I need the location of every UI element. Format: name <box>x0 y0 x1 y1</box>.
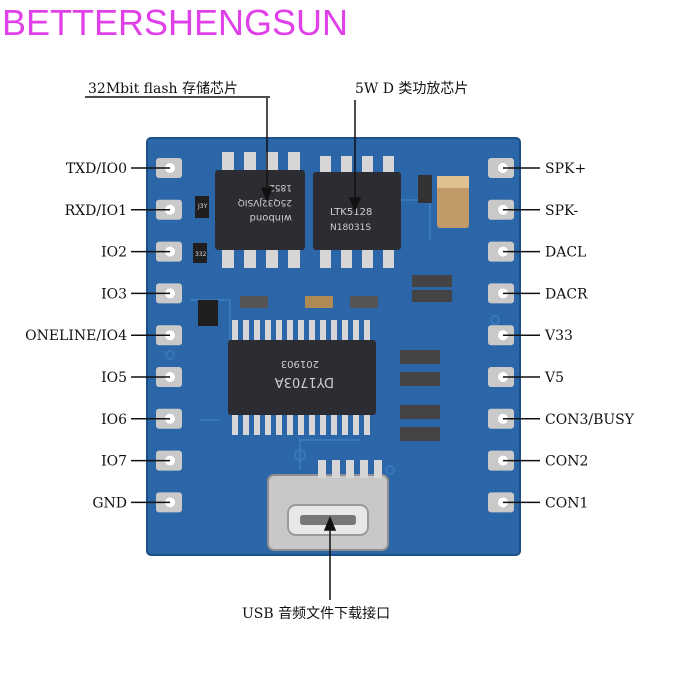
left-pin-label: RXD/IO1 <box>65 203 127 219</box>
brand-title: BETTERSHENGSUN <box>2 2 349 43</box>
chip-leg <box>383 248 394 268</box>
main-chip: DY1703A 201903 <box>228 320 376 435</box>
small-marking-1: J3Y <box>197 203 208 210</box>
chip-leg <box>320 413 326 435</box>
chip-leg <box>383 156 394 176</box>
left-pin-label: IO2 <box>101 245 127 261</box>
right-pin-label: CON2 <box>545 454 588 470</box>
chip-leg <box>244 248 256 268</box>
right-pin-label: V5 <box>544 370 564 386</box>
chip-leg <box>232 320 238 342</box>
chip-leg <box>265 320 271 342</box>
chip-leg <box>288 152 300 172</box>
chip-leg <box>266 248 278 268</box>
usb-pin <box>332 460 340 478</box>
amp-chip: LTK5128 N18031S <box>313 156 401 268</box>
chip-leg <box>276 413 282 435</box>
chip-leg <box>222 248 234 268</box>
chip-leg <box>331 413 337 435</box>
chip-leg <box>254 320 260 342</box>
left-pin-label: IO5 <box>101 370 127 386</box>
chip-leg <box>254 413 260 435</box>
chip-leg <box>320 320 326 342</box>
passive-components: J3Y 332 <box>193 175 469 441</box>
chip-leg <box>342 320 348 342</box>
flash-marking-2: 25Q32JVSIQ <box>238 197 292 207</box>
left-pin-label: ONELINE/IO4 <box>25 328 127 344</box>
chip-leg <box>298 320 304 342</box>
chip-leg <box>331 320 337 342</box>
right-pin-label: DACL <box>545 245 586 261</box>
usb-connector <box>267 460 389 551</box>
chip-leg <box>287 413 293 435</box>
usb-pin <box>360 460 368 478</box>
chip-leg <box>364 413 370 435</box>
amp-marking-1: LTK5128 <box>330 207 372 218</box>
chip-leg <box>265 413 271 435</box>
chip-leg <box>266 152 278 172</box>
left-pin-label: GND <box>92 495 127 511</box>
right-pin-label: CON3/BUSY <box>545 412 635 428</box>
small-marking-2: 332 <box>195 251 207 258</box>
chip-leg <box>309 320 315 342</box>
flash-marking-3: 1852 <box>269 182 292 192</box>
chip-leg <box>320 156 331 176</box>
chip-leg <box>364 320 370 342</box>
chip-leg <box>222 152 234 172</box>
chip-leg <box>362 156 373 176</box>
chip-leg <box>243 413 249 435</box>
left-pin-label: IO6 <box>101 412 127 428</box>
chip-leg <box>353 413 359 435</box>
callout-arrows <box>85 96 362 600</box>
usb-callout: USB 音频文件下载接口 <box>242 605 390 622</box>
chip-leg <box>232 413 238 435</box>
main-marking-1: DY1703A <box>275 374 334 389</box>
right-pin-label: SPK- <box>545 203 578 219</box>
chip-leg <box>287 320 293 342</box>
main-marking-2: 201903 <box>281 358 319 369</box>
chip-leg <box>298 413 304 435</box>
left-pin-label: IO3 <box>101 286 127 302</box>
chip-leg <box>276 320 282 342</box>
chip-leg <box>341 156 352 176</box>
right-pin-label: SPK+ <box>545 161 586 177</box>
chip-leg <box>341 248 352 268</box>
amp-marking-2: N18031S <box>330 223 371 233</box>
flash-marking-1: winbond <box>250 212 292 223</box>
chip-leg <box>309 413 315 435</box>
right-pin-label: V33 <box>544 328 573 344</box>
chip-leg <box>320 248 331 268</box>
usb-pin <box>318 460 326 478</box>
chip-leg <box>342 413 348 435</box>
chip-leg <box>244 152 256 172</box>
flash-chip: winbond 25Q32JVSIQ 1852 <box>215 152 305 268</box>
left-pin-group: TXD/IO0RXD/IO1IO2IO3ONELINE/IO4IO5IO6IO7… <box>25 158 182 513</box>
left-pin-label: IO7 <box>101 454 127 470</box>
chip-leg <box>362 248 373 268</box>
right-pin-label: CON1 <box>545 495 588 511</box>
amp-callout: 5W D 类功放芯片 <box>355 81 468 97</box>
right-pin-label: DACR <box>545 286 588 302</box>
usb-pin <box>346 460 354 478</box>
chip-leg <box>353 320 359 342</box>
chip-leg <box>243 320 249 342</box>
chip-leg <box>288 248 300 268</box>
left-pin-label: TXD/IO0 <box>66 161 127 177</box>
usb-pin <box>374 460 382 478</box>
flash-callout: 32Mbit flash 存储芯片 <box>88 81 238 97</box>
